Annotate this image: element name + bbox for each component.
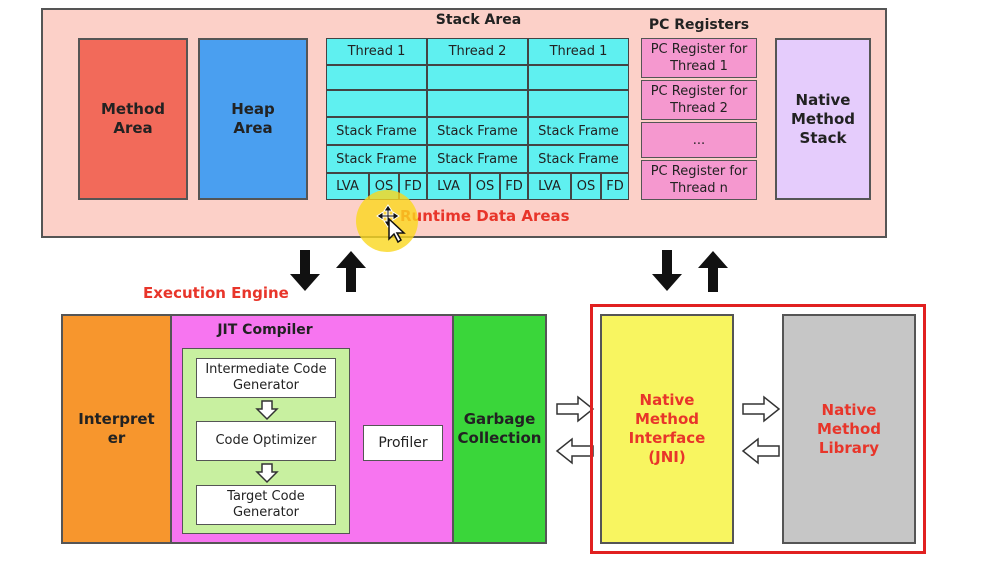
pc-register-thread-2: PC Register for Thread 2 [641, 80, 757, 120]
code-optimizer: Code Optimizer [196, 421, 336, 461]
native-method-interface: Native Method Interface (JNI) [600, 314, 734, 544]
runtime-data-areas-title: Runtime Data Areas [400, 207, 570, 225]
frame-part-os: OS [571, 173, 601, 200]
stack-frame: Stack Frame [326, 145, 427, 173]
frame-part-fd: FD [500, 173, 528, 200]
jit-compiler-title: JIT Compiler [217, 322, 313, 338]
stack-frame: Stack Frame [427, 117, 528, 145]
native-method-stack: Native Method Stack [775, 38, 871, 200]
arrow-left-icon [555, 437, 594, 465]
pc-register-thread-1: PC Register for Thread 1 [641, 38, 757, 78]
frame-part-lva: LVA [427, 173, 470, 200]
heap-area: Heap Area [198, 38, 308, 200]
native-highlight-frame [590, 304, 926, 554]
frame-part-lva: LVA [528, 173, 571, 200]
stack-frame: Stack Frame [528, 145, 629, 173]
profiler: Profiler [363, 425, 443, 461]
arrow-right-icon [742, 395, 781, 423]
stack-frame: Stack Frame [427, 145, 528, 173]
garbage-collection: Garbage Collection [452, 314, 547, 544]
native-method-library: Native Method Library [782, 314, 916, 544]
frame-part-os: OS [470, 173, 500, 200]
arrow-down-icon [255, 463, 279, 484]
intermediate-code-generator: Intermediate Code Generator [196, 358, 336, 398]
frame-part-fd: FD [601, 173, 629, 200]
stack-empty-row [528, 90, 629, 117]
thread-header: Thread 1 [528, 38, 629, 65]
arrow-up-icon [698, 251, 728, 292]
target-code-generator: Target Code Generator [196, 485, 336, 525]
stack-empty-row [427, 65, 528, 90]
arrow-left-icon [741, 437, 780, 465]
thread-header: Thread 1 [326, 38, 427, 65]
thread-header: Thread 2 [427, 38, 528, 65]
stack-frame: Stack Frame [528, 117, 629, 145]
stack-empty-row [427, 90, 528, 117]
interpreter: Interpret er [61, 314, 172, 544]
pc-register-thread-n: PC Register for Thread n [641, 160, 757, 200]
arrow-up-icon [336, 251, 366, 292]
arrow-down-icon [290, 250, 320, 291]
execution-engine-title: Execution Engine [143, 284, 289, 302]
arrow-down-icon [255, 400, 279, 421]
stack-empty-row [326, 65, 427, 90]
stack-empty-row [326, 90, 427, 117]
stack-empty-row [528, 65, 629, 90]
arrow-right-icon [556, 395, 595, 423]
stack-frame: Stack Frame [326, 117, 427, 145]
move-cursor-icon [376, 204, 406, 244]
pc-registers-title: PC Registers [648, 17, 750, 33]
method-area: Method Area [78, 38, 188, 200]
arrow-down-icon [652, 250, 682, 291]
frame-part-lva: LVA [326, 173, 369, 200]
stack-area-title: Stack Area [435, 12, 522, 28]
pc-register-ellipsis: ... [641, 122, 757, 158]
